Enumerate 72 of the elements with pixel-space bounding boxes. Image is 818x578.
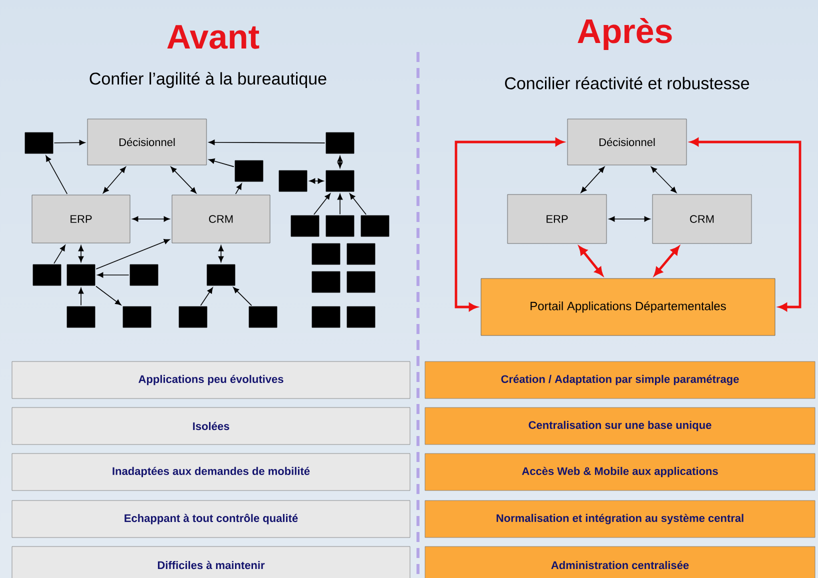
component-box — [178, 306, 208, 328]
title-heading: Après — [578, 18, 672, 50]
system-box: CRM — [172, 194, 270, 244]
subtitle: Concilier réactivité et robustesse — [505, 76, 750, 90]
feature-bar: Isolées — [12, 407, 410, 445]
arrow — [314, 193, 331, 215]
arrow — [46, 155, 68, 194]
arrow — [208, 140, 326, 145]
arrow — [97, 272, 130, 278]
component-box — [248, 306, 278, 328]
arrow — [54, 140, 86, 146]
arrow — [218, 245, 224, 262]
system-box: ERP — [507, 194, 607, 244]
component-box — [290, 215, 320, 237]
feature-bar: Accès Web & Mobile aux applications — [424, 453, 816, 491]
arrow — [170, 166, 196, 194]
component-box — [130, 264, 158, 286]
system-box: Décisionnel — [567, 118, 687, 166]
arrow — [690, 138, 802, 311]
feature-bar: Difficiles à maintenir — [12, 546, 410, 578]
system-box: ERP — [32, 194, 130, 244]
arrow — [233, 287, 252, 306]
component-box — [66, 306, 96, 328]
arrow — [102, 166, 126, 194]
component-box — [326, 170, 354, 192]
feature-bar: Inadaptées aux demandes de mobilité — [12, 453, 410, 491]
feature-bar: Normalisation et intégration au système central — [424, 500, 816, 538]
arrow — [78, 288, 84, 306]
arrow — [96, 286, 122, 306]
arrow — [654, 246, 680, 276]
arrow — [200, 287, 213, 306]
component-box — [312, 306, 340, 328]
component-box — [360, 215, 390, 237]
component-box — [346, 271, 376, 293]
component-box — [346, 306, 376, 328]
system-box: Décisionnel — [87, 118, 207, 166]
arrow — [349, 193, 366, 215]
title-heading: Avant — [167, 25, 260, 49]
component-box — [32, 264, 62, 286]
component-box — [312, 271, 340, 293]
arrow — [337, 156, 343, 168]
arrow — [650, 166, 677, 193]
component-box — [122, 306, 152, 328]
arrow — [54, 244, 66, 264]
component-box — [312, 243, 340, 265]
component-box — [24, 132, 54, 154]
arrow — [96, 239, 170, 270]
arrow — [337, 194, 343, 215]
feature-bar: Centralisation sur une base unique — [424, 407, 816, 445]
arrow — [578, 246, 603, 276]
subtitle: Confier l’agilité à la bureautique — [90, 72, 326, 88]
arrow — [78, 245, 84, 262]
feature-bar: Applications peu évolutives — [12, 361, 410, 399]
component-box — [326, 132, 354, 154]
component-box — [326, 215, 354, 237]
component-box — [278, 170, 308, 192]
feature-bar: Administration centralisée — [424, 546, 816, 578]
arrow — [580, 166, 605, 193]
arrow — [208, 158, 234, 168]
arrow — [608, 216, 650, 222]
arrow — [309, 178, 324, 184]
component-box — [346, 243, 376, 265]
system-box: CRM — [652, 194, 752, 244]
component-box — [206, 264, 236, 286]
arrow — [235, 183, 242, 194]
feature-bar: Echappant à tout contrôle qualité — [12, 500, 410, 538]
arrow — [132, 216, 170, 222]
arrow — [454, 138, 564, 311]
feature-bar: Création / Adaptation par simple paramétrage — [424, 361, 816, 399]
component-box — [66, 264, 96, 286]
portal-box: Portail Applications Départementales — [480, 278, 776, 336]
component-box — [234, 160, 264, 182]
